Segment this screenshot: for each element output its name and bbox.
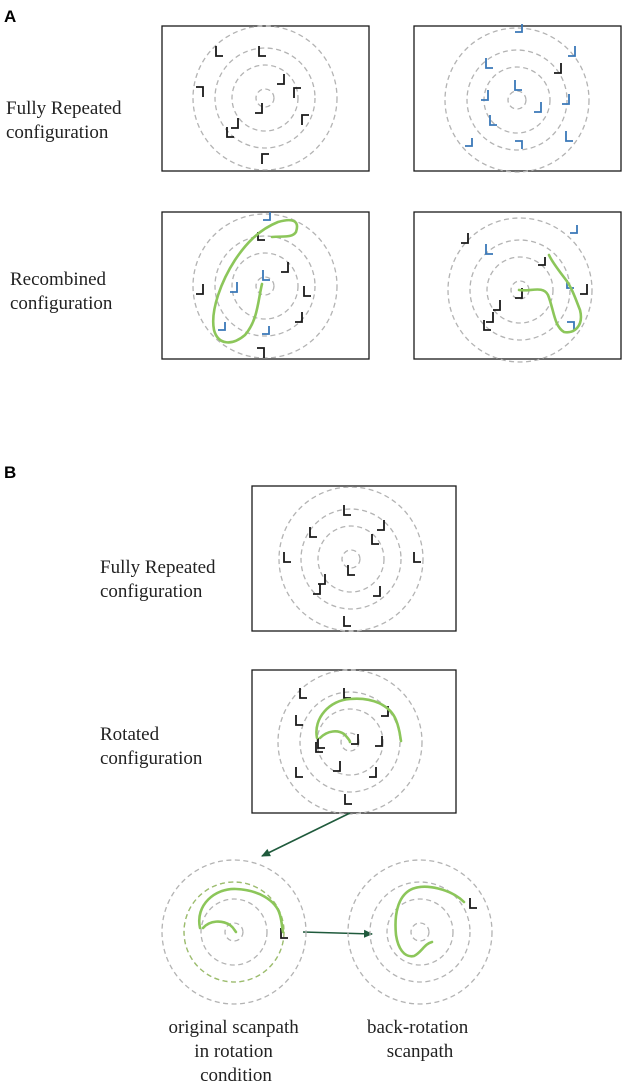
concentric-rings	[347, 859, 493, 1005]
scanpath-inner	[318, 730, 352, 744]
panel-b-letter: B	[4, 463, 16, 482]
panel-b-row1-label: Fully Repeated configuration	[100, 557, 220, 602]
panel-b-display-2	[251, 669, 457, 815]
target-item	[469, 898, 477, 909]
panel-b-row2-label: Rotated configuration	[100, 724, 203, 769]
caption-back-rotation-scanpath: back-rotation scanpath	[367, 1017, 473, 1062]
scanpath	[211, 218, 299, 344]
panel-a-row2-label: Recombined configuration	[10, 269, 113, 314]
arrow-to-back-rotation	[302, 929, 373, 938]
scanpath-inner	[201, 920, 238, 934]
panel-b-display-1	[251, 485, 457, 632]
panel-a-display-2	[413, 24, 622, 173]
search-items	[295, 688, 389, 805]
search-items	[461, 225, 588, 331]
caption-original-scanpath: original scanpath in rotation condition	[168, 1017, 303, 1086]
panel-a-display-1	[161, 25, 370, 172]
panel-a-row1-label: Fully Repeated configuration	[6, 98, 126, 143]
scanpath	[394, 885, 466, 958]
search-items	[196, 212, 311, 358]
back-rotation-scanpath-display	[347, 859, 493, 1005]
concentric-rings	[447, 217, 593, 363]
panel-a-display-3	[161, 211, 370, 360]
search-items	[283, 505, 421, 627]
scanpath	[315, 697, 403, 743]
arrow-to-original	[261, 812, 351, 857]
search-items	[196, 46, 309, 164]
target-item	[280, 928, 288, 939]
concentric-rings	[278, 486, 424, 632]
panel-a-letter: A	[4, 7, 16, 26]
concentric-rings	[277, 669, 423, 815]
concentric-rings	[161, 859, 307, 1005]
concentric-rings	[192, 25, 338, 171]
concentric-rings	[192, 213, 338, 359]
original-scanpath-display	[161, 859, 307, 1005]
scanpath	[197, 887, 285, 934]
scanpath	[517, 253, 583, 334]
search-items	[465, 24, 576, 149]
concentric-rings	[444, 27, 590, 173]
panel-a-display-4	[413, 211, 622, 363]
